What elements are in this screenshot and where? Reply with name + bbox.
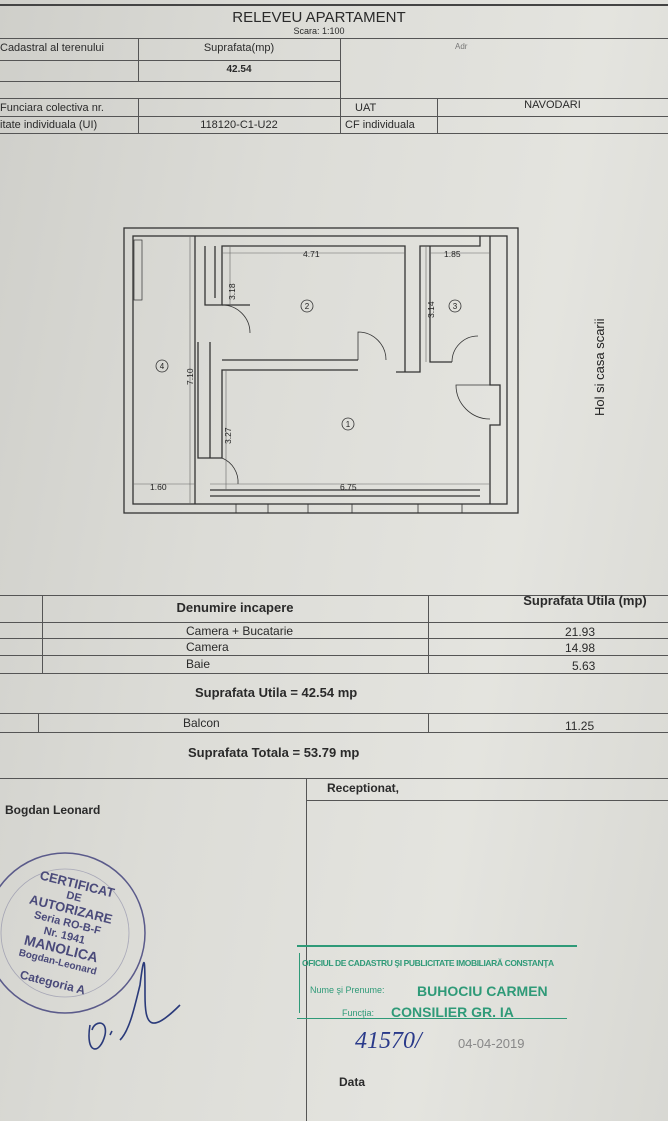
dim-4-71: 4.71 [303, 249, 320, 259]
scale-label: Scara: 1:100 [293, 26, 345, 36]
dim-1-60: 1.60 [150, 482, 167, 492]
svg-text:DE: DE [65, 889, 83, 904]
registration-number: 41570/ [355, 1028, 422, 1054]
cf-individual-label: CF individuala [345, 119, 415, 131]
ocpi-stamp: OFICIUL DE CADASTRU ŞI PUBLICITATE IMOBI… [297, 945, 577, 1025]
date-label: Data [339, 1075, 366, 1089]
balcony-name: Balcon [183, 716, 220, 730]
cadastral-label: Cadastral al terenului [0, 42, 104, 54]
dim-3-27: 3.27 [223, 427, 233, 444]
dim-3-14: 3.14 [426, 301, 436, 318]
ocpi-name-label: Nume şi Prenume: [310, 985, 385, 995]
uat-label: UAT [355, 102, 377, 114]
balcony-area: 11.25 [565, 719, 595, 733]
ocpi-office: OFICIUL DE CADASTRU ŞI PUBLICITATE IMOBI… [302, 958, 554, 968]
col-useful-area: Suprafata Utila (mp) [523, 593, 647, 608]
room-name: Camera + Bucatarie [186, 624, 294, 638]
room-number-4: 4 [160, 362, 165, 371]
floor-plan: 4.71 1.85 3.18 3.14 7.10 3.27 1.60 6.75 … [123, 227, 607, 514]
ocpi-function-label: Funcţia: [342, 1008, 375, 1018]
room-area: 21.93 [565, 625, 596, 639]
ocpi-function-value: CONSILIER GR. IA [391, 1004, 514, 1020]
uat-value: NAVODARI [524, 99, 581, 111]
top-border [0, 4, 668, 6]
ui-label: itate individuala (UI) [0, 119, 98, 131]
room-name: Baie [186, 657, 211, 671]
cf-collective-label: Funciara colectiva nr. [0, 102, 104, 114]
ui-value: 118120-C1-U22 [200, 119, 278, 131]
grand-total: Suprafata Totala = 53.79 mp [188, 745, 360, 760]
dim-6-75: 6.75 [340, 482, 357, 492]
received-label: Receptionat, [327, 781, 400, 795]
stairwell-label: Hol si casa scarii [592, 318, 607, 416]
author-name: Bogdan Leonard [5, 803, 101, 817]
dim-3-18: 3.18 [227, 283, 237, 300]
ocpi-name-value: BUHOCIU CARMEN [417, 983, 548, 999]
authorization-stamp: CERTIFICAT DE AUTORIZARE Seria RO-B-F Nr… [0, 852, 146, 1014]
room-number-3: 3 [453, 302, 458, 311]
area-value: 42.54 [226, 64, 252, 75]
room-area: 14.98 [565, 641, 596, 655]
page-title: RELEVEU APARTAMENT [232, 9, 406, 26]
room-number-1: 1 [346, 420, 351, 429]
dim-7-10: 7.10 [185, 368, 195, 385]
room-area: 5.63 [572, 659, 596, 673]
address-label: Adr [455, 42, 468, 51]
author-signature [88, 961, 181, 1050]
room-number-2: 2 [305, 302, 310, 311]
useful-total: Suprafata Utila = 42.54 mp [195, 685, 358, 700]
dim-1-85: 1.85 [444, 249, 461, 259]
registration-date: 04-04-2019 [458, 1036, 525, 1051]
area-label: Suprafata(mp) [203, 42, 275, 54]
col-room-name: Denumire incapere [176, 600, 294, 615]
room-name: Camera [186, 640, 229, 654]
